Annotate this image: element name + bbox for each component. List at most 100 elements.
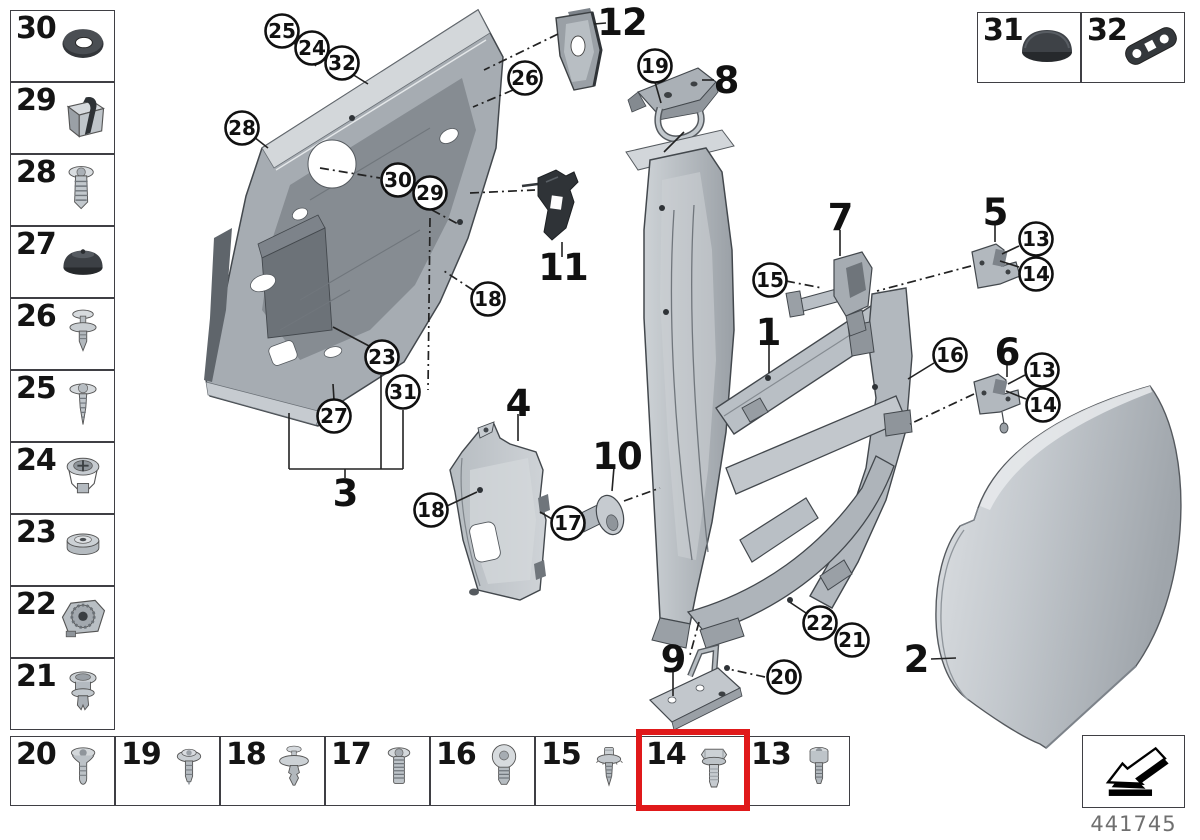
bottom-part-15[interactable]: 15 xyxy=(535,736,640,806)
part-3-carrier-panel xyxy=(204,8,504,427)
screw-round-icon xyxy=(477,742,531,800)
callout-circle-25[interactable]: 25 xyxy=(264,13,300,49)
part-label-5[interactable]: 5 xyxy=(983,191,1009,234)
svg-text:15: 15 xyxy=(756,268,784,292)
topright-part-32[interactable]: 32 xyxy=(1081,12,1185,83)
sidebar-part-29[interactable]: 29 xyxy=(10,82,115,154)
part-number-label: 29 xyxy=(16,83,57,118)
part-label-12[interactable]: 12 xyxy=(597,1,648,44)
svg-text:20: 20 xyxy=(770,665,798,689)
part-number-label: 28 xyxy=(16,155,57,190)
callout-circle-18[interactable]: 18 xyxy=(470,281,506,317)
bottom-part-17[interactable]: 17 xyxy=(325,736,430,806)
callout-circle-21[interactable]: 21 xyxy=(834,622,870,658)
callout-circle-13[interactable]: 13 xyxy=(1018,221,1054,257)
svg-text:14: 14 xyxy=(1022,262,1050,286)
screw-washer-long-icon xyxy=(55,376,111,436)
leader-line xyxy=(1007,374,1026,385)
callout-circle-16[interactable]: 16 xyxy=(932,337,968,373)
callout-circle-32[interactable]: 32 xyxy=(324,45,360,81)
sidebar-part-26[interactable]: 26 xyxy=(10,298,115,370)
leader-line xyxy=(443,270,474,291)
part-label-8[interactable]: 8 xyxy=(714,59,740,102)
leader-line xyxy=(689,621,700,656)
svg-text:23: 23 xyxy=(368,345,396,369)
part-1-door-frame xyxy=(686,287,913,649)
leader-line xyxy=(431,209,459,225)
part-label-7[interactable]: 7 xyxy=(828,196,854,239)
callout-circle-15[interactable]: 15 xyxy=(752,262,788,298)
bottom-part-19[interactable]: 19 xyxy=(115,736,220,806)
part-number-label: 15 xyxy=(541,737,582,772)
part-number-label: 17 xyxy=(331,737,372,772)
callout-circle-14[interactable]: 14 xyxy=(1018,256,1054,292)
svg-text:18: 18 xyxy=(417,498,445,522)
leader-line xyxy=(1001,245,1020,255)
callout-circle-22[interactable]: 22 xyxy=(802,605,838,641)
part-number-label: 32 xyxy=(1087,13,1128,48)
callout-circle-17[interactable]: 17 xyxy=(550,505,586,541)
part-number-label: 13 xyxy=(751,737,792,772)
part-label-6[interactable]: 6 xyxy=(995,331,1021,374)
attachment-dot xyxy=(663,309,669,315)
part-label-4[interactable]: 4 xyxy=(506,382,532,425)
bottom-part-18[interactable]: 18 xyxy=(220,736,325,806)
bottom-part-13[interactable]: 13 xyxy=(745,736,850,806)
callout-circle-14[interactable]: 14 xyxy=(1025,387,1061,423)
attachment-dot xyxy=(659,205,665,211)
attachment-dot xyxy=(349,115,355,121)
sidebar-part-28[interactable]: 28 xyxy=(10,154,115,226)
svg-text:21: 21 xyxy=(838,628,866,652)
part-11-bracket xyxy=(521,169,579,241)
attachment-dot xyxy=(872,384,878,390)
leader-line xyxy=(593,22,607,25)
part-number-label: 26 xyxy=(16,299,57,334)
part-label-9[interactable]: 9 xyxy=(661,638,687,681)
leader-line xyxy=(907,362,935,380)
leader-line xyxy=(253,136,269,149)
svg-text:32: 32 xyxy=(328,51,356,75)
callout-circle-28[interactable]: 28 xyxy=(224,110,260,146)
bottom-part-20[interactable]: 20 xyxy=(10,736,115,806)
svg-text:18: 18 xyxy=(474,287,502,311)
part-number-label: 18 xyxy=(226,737,267,772)
sidebar-part-23[interactable]: 23 xyxy=(10,514,115,586)
direction-arrow-box xyxy=(1082,735,1185,808)
part-number-label: 30 xyxy=(16,11,57,46)
callout-circle-18[interactable]: 18 xyxy=(413,492,449,528)
leader-line xyxy=(623,487,661,502)
callout-circle-13[interactable]: 13 xyxy=(1024,352,1060,388)
part-number-label: 16 xyxy=(436,737,477,772)
callout-circle-27[interactable]: 27 xyxy=(316,398,352,434)
sidebar-part-25[interactable]: 25 xyxy=(10,370,115,442)
part-label-10[interactable]: 10 xyxy=(592,435,643,478)
svg-text:13: 13 xyxy=(1022,227,1050,251)
leader-line xyxy=(446,491,478,507)
sidebar-part-24[interactable]: 24 xyxy=(10,442,115,514)
sidebar-part-27[interactable]: 27 xyxy=(10,226,115,298)
sidebar-part-30[interactable]: 30 xyxy=(10,10,115,82)
callout-circle-23[interactable]: 23 xyxy=(364,339,400,375)
leader-line xyxy=(483,33,559,71)
callout-circle-31[interactable]: 31 xyxy=(385,374,421,410)
part-label-1[interactable]: 1 xyxy=(756,311,782,354)
callout-circle-19[interactable]: 19 xyxy=(637,48,673,84)
topright-part-31[interactable]: 31 xyxy=(977,12,1081,83)
callout-circle-30[interactable]: 30 xyxy=(380,162,416,198)
part-label-11[interactable]: 11 xyxy=(538,246,589,289)
leader-line xyxy=(876,265,972,292)
part-label-2[interactable]: 2 xyxy=(904,638,930,681)
callout-circle-26[interactable]: 26 xyxy=(507,60,543,96)
part-number-label: 22 xyxy=(16,587,57,622)
clip-grommet-icon xyxy=(55,664,111,724)
expansion-nut-icon xyxy=(55,88,111,148)
callout-circle-24[interactable]: 24 xyxy=(294,30,330,66)
callout-circle-20[interactable]: 20 xyxy=(766,659,802,695)
leader-line xyxy=(999,260,1020,268)
bottom-part-16[interactable]: 16 xyxy=(430,736,535,806)
sidebar-part-22[interactable]: 22 xyxy=(10,586,115,658)
callout-circle-29[interactable]: 29 xyxy=(412,175,448,211)
part-label-3[interactable]: 3 xyxy=(333,472,359,515)
sidebar-part-21[interactable]: 21 xyxy=(10,658,115,730)
